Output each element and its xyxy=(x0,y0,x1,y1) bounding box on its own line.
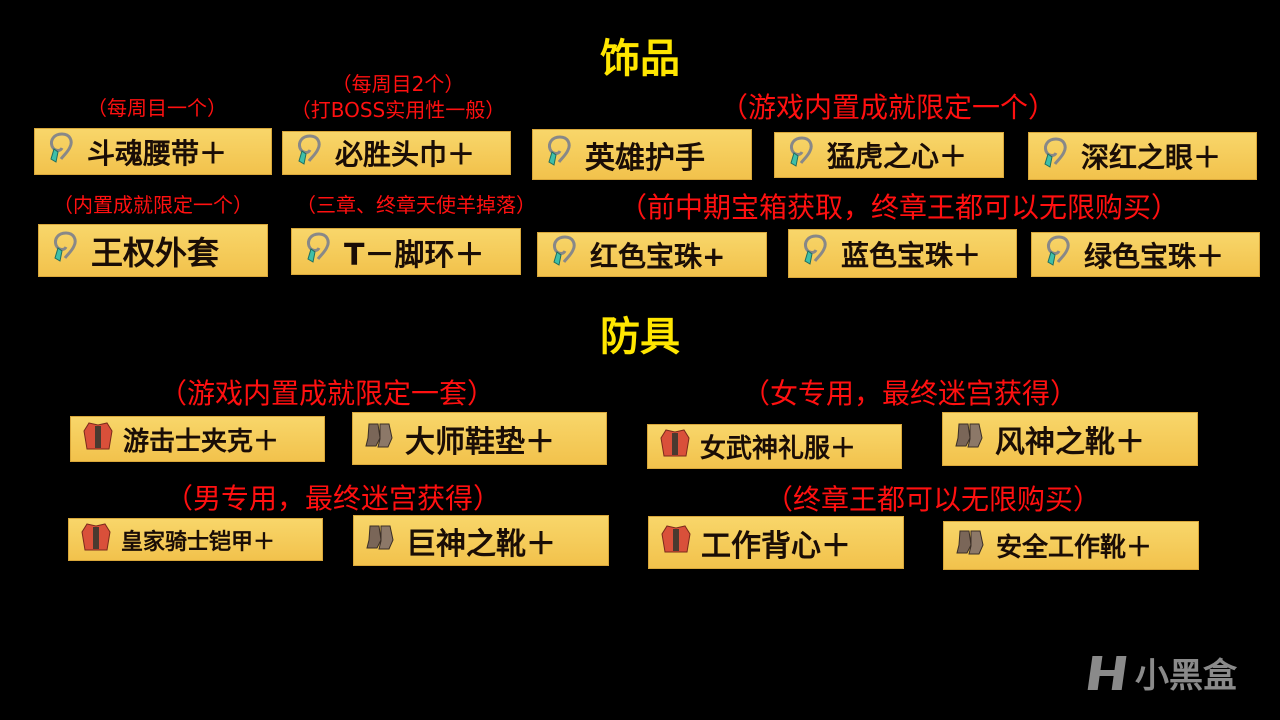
section-title-armor: 防具 xyxy=(600,314,680,360)
item-name: 必胜头巾＋ xyxy=(335,138,476,171)
jacket-icon xyxy=(81,419,115,460)
item-name: 英雄护手 xyxy=(585,140,705,176)
item-card: 绿色宝珠＋ xyxy=(1031,232,1260,277)
boots-icon xyxy=(364,520,398,562)
item-name: 女武神礼服＋ xyxy=(700,434,857,464)
necklace-icon xyxy=(548,234,582,275)
item-note: （前中期宝箱获取，终章王都可以无限购买） xyxy=(618,191,1180,224)
item-name: 皇家骑士铠甲＋ xyxy=(121,529,276,555)
necklace-icon xyxy=(49,230,83,272)
item-name: 蓝色宝珠＋ xyxy=(841,238,982,272)
item-note: （游戏内置成就限定一个） xyxy=(719,91,1057,124)
item-card: 大师鞋垫＋ xyxy=(352,412,607,465)
xiaoheihe-logo-icon xyxy=(1087,655,1127,690)
item-name: 安全工作靴＋ xyxy=(996,533,1153,563)
item-card: 王权外套 xyxy=(38,224,268,277)
item-card: 风神之靴＋ xyxy=(942,412,1198,466)
item-card: 红色宝珠+ xyxy=(537,232,767,277)
necklace-icon xyxy=(293,133,327,174)
item-card: 游击士夹克＋ xyxy=(70,416,325,462)
item-name: 巨神之靴＋ xyxy=(406,526,556,562)
boots-icon xyxy=(953,418,987,460)
watermark-text: 小黑盒 xyxy=(1135,656,1237,696)
item-card: 猛虎之心＋ xyxy=(774,132,1004,178)
item-note: （女专用，最终迷宫获得） xyxy=(741,377,1079,410)
item-name: 王权外套 xyxy=(91,233,220,272)
item-card: 女武神礼服＋ xyxy=(647,424,902,469)
item-card: 必胜头巾＋ xyxy=(282,131,511,175)
item-note: （男专用，最终迷宫获得） xyxy=(164,482,502,515)
item-card: 皇家骑士铠甲＋ xyxy=(68,518,323,561)
item-name: 深红之眼＋ xyxy=(1081,141,1222,174)
item-name: 斗魂腰带＋ xyxy=(87,136,228,170)
item-note: （终章王都可以无限购买） xyxy=(764,483,1102,516)
jacket-icon xyxy=(659,522,693,564)
necklace-icon xyxy=(1039,136,1073,177)
item-name: 游击士夹克＋ xyxy=(123,426,280,457)
item-name: 猛虎之心＋ xyxy=(827,140,968,173)
necklace-icon xyxy=(543,134,577,176)
watermark: 小黑盒 xyxy=(1085,648,1237,697)
item-note: （每周目2个） xyxy=(331,72,465,96)
boots-icon xyxy=(363,418,397,460)
item-note: （打BOSS实用性一般） xyxy=(290,98,506,122)
item-note: （游戏内置成就限定一套） xyxy=(158,377,496,410)
boots-icon xyxy=(954,525,988,566)
item-card: T－脚环＋ xyxy=(291,228,521,275)
item-name: 绿色宝珠＋ xyxy=(1084,239,1225,273)
item-card: 工作背心＋ xyxy=(648,516,904,569)
necklace-icon xyxy=(45,131,79,172)
item-card: 巨神之靴＋ xyxy=(353,515,609,566)
item-card: 安全工作靴＋ xyxy=(943,521,1199,570)
section-title-accessories: 饰品 xyxy=(600,36,680,82)
jacket-icon xyxy=(79,520,113,560)
item-name: T－脚环＋ xyxy=(344,237,485,273)
item-note: （三章、终章天使羊掉落） xyxy=(296,193,536,217)
item-card: 蓝色宝珠＋ xyxy=(788,229,1017,278)
item-name: 大师鞋垫＋ xyxy=(405,424,555,460)
item-name: 风神之靴＋ xyxy=(995,425,1145,460)
necklace-icon xyxy=(799,233,833,274)
necklace-icon xyxy=(302,231,336,273)
item-name: 工作背心＋ xyxy=(701,528,851,564)
jacket-icon xyxy=(658,426,692,467)
item-card: 深红之眼＋ xyxy=(1028,132,1257,180)
item-note: （内置成就限定一个） xyxy=(53,193,253,217)
necklace-icon xyxy=(1042,234,1076,275)
item-card: 斗魂腰带＋ xyxy=(34,128,272,175)
necklace-icon xyxy=(785,135,819,176)
item-note: （每周目一个） xyxy=(87,96,227,120)
item-name: 红色宝珠+ xyxy=(590,239,726,273)
item-card: 英雄护手 xyxy=(532,129,752,180)
